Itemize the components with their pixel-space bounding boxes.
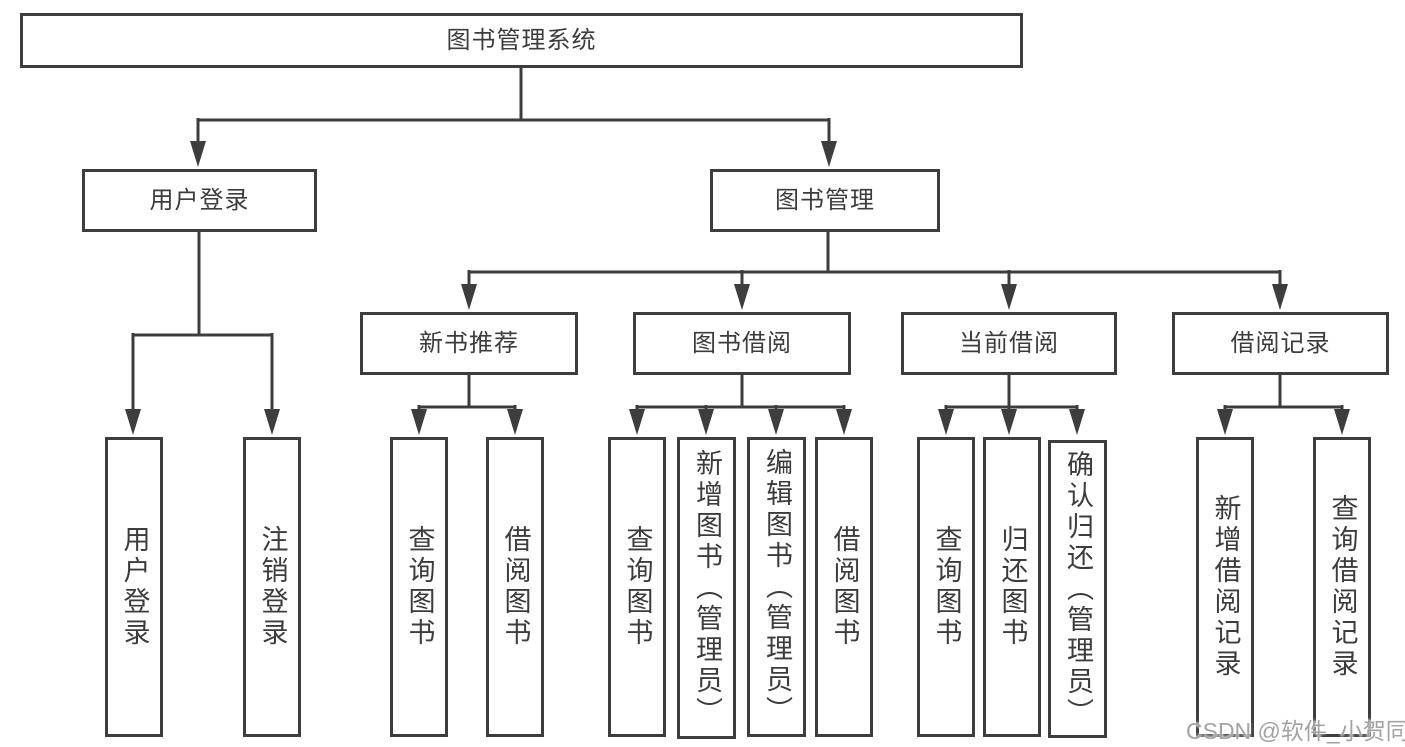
- node-current-borrow: 当前借阅: [901, 312, 1117, 375]
- leaf-borrow-book-2-label: 借阅图书: [829, 525, 860, 649]
- leaf-return-book-label: 归还图书: [997, 525, 1028, 649]
- leaf-add-borrow-record: 新增借阅记录: [1196, 437, 1254, 737]
- node-root-label: 图书管理系统: [446, 26, 597, 54]
- leaf-logout-label: 注销登录: [257, 525, 288, 649]
- leaf-return-book: 归还图书: [983, 437, 1041, 737]
- csdn-watermark: CSDN @软件_小贺同学: [1186, 718, 1405, 744]
- leaf-query-borrow-record: 查询借阅记录: [1313, 437, 1371, 737]
- node-user-login-label: 用户登录: [149, 186, 250, 214]
- leaf-query-borrow-record-label: 查询借阅记录: [1327, 494, 1358, 680]
- node-book-borrow-label: 图书借阅: [692, 329, 792, 357]
- leaf-query-book-2: 查询图书: [608, 437, 666, 737]
- node-borrow-records: 借阅记录: [1172, 312, 1389, 375]
- leaf-user-login: 用户登录: [105, 437, 163, 737]
- node-root: 图书管理系统: [20, 13, 1023, 68]
- leaf-edit-book-admin-label: 编辑图书（管理员）: [762, 447, 792, 727]
- leaf-confirm-return-admin: 确认归还（管理员）: [1048, 440, 1107, 738]
- node-book-borrow: 图书借阅: [633, 312, 851, 375]
- leaf-add-book-admin-label: 新增图书（管理员）: [692, 448, 722, 728]
- node-new-book-recommend-label: 新书推荐: [419, 329, 519, 357]
- leaf-query-book-1: 查询图书: [390, 437, 448, 737]
- leaf-query-book-3: 查询图书: [917, 437, 975, 737]
- leaf-add-book-admin: 新增图书（管理员）: [677, 437, 736, 739]
- leaf-borrow-book-1: 借阅图书: [486, 437, 544, 737]
- leaf-confirm-return-admin-label: 确认归还（管理员）: [1063, 449, 1093, 729]
- leaf-borrow-book-1-label: 借阅图书: [500, 525, 531, 649]
- leaf-query-book-2-label: 查询图书: [622, 525, 653, 649]
- node-borrow-records-label: 借阅记录: [1230, 329, 1331, 357]
- node-new-book-recommend: 新书推荐: [360, 312, 578, 375]
- leaf-edit-book-admin: 编辑图书（管理员）: [747, 437, 806, 737]
- node-current-borrow-label: 当前借阅: [959, 329, 1059, 357]
- leaf-add-borrow-record-label: 新增借阅记录: [1210, 494, 1241, 680]
- node-book-management-label: 图书管理: [775, 186, 875, 214]
- node-user-login: 用户登录: [82, 169, 317, 232]
- leaf-user-login-label: 用户登录: [119, 525, 150, 649]
- leaf-query-book-3-label: 查询图书: [931, 525, 962, 649]
- leaf-query-book-1-label: 查询图书: [404, 525, 435, 649]
- leaf-logout: 注销登录: [243, 437, 301, 737]
- leaf-borrow-book-2: 借阅图书: [815, 437, 873, 737]
- node-book-management: 图书管理: [710, 169, 940, 232]
